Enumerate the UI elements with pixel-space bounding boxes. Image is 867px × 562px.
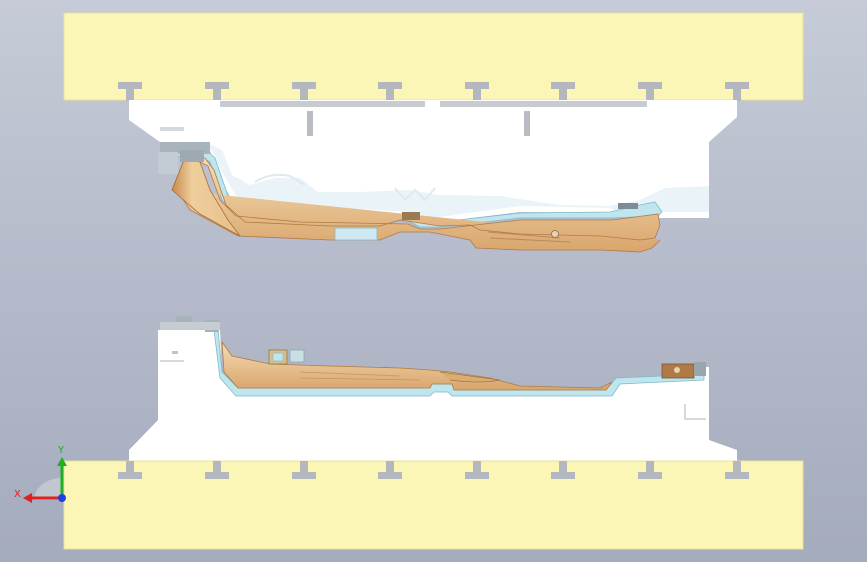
- x-axis-arrowhead: [23, 493, 32, 503]
- triad-base-disc: [34, 478, 62, 500]
- lower-part-boss: [272, 352, 284, 362]
- t-slot: [292, 82, 316, 101]
- t-slot: [638, 461, 662, 479]
- guide-rail-left: [220, 101, 425, 107]
- upper-part-rib: [487, 231, 571, 243]
- t-slot: [551, 461, 575, 479]
- lower-part-rib: [299, 371, 421, 381]
- t-slot: [205, 82, 229, 101]
- y-axis-arrowhead: [57, 457, 67, 466]
- lower-formed-part[interactable]: [160, 316, 706, 397]
- lower-part-boss: [289, 349, 305, 363]
- t-slot: [118, 82, 142, 101]
- lower-die-body: [129, 330, 737, 462]
- upper-clamp-plate[interactable]: [63, 12, 804, 101]
- t-slot: [725, 82, 749, 101]
- lower-t-slots: [118, 461, 749, 479]
- upper-formed-part[interactable]: [158, 142, 663, 253]
- upper-die[interactable]: [129, 100, 737, 222]
- t-slot: [551, 82, 575, 101]
- lower-die-mark: [172, 351, 178, 354]
- upper-part-tab: [618, 203, 638, 209]
- upper-part-block: [180, 150, 204, 162]
- lower-part-hole: [674, 367, 680, 373]
- t-slot: [205, 461, 229, 479]
- upper-part-hole: [551, 230, 559, 238]
- lower-part-block: [160, 322, 220, 330]
- t-slot: [292, 461, 316, 479]
- t-slot: [638, 82, 662, 101]
- upper-part-pad: [334, 227, 378, 241]
- t-slot: [465, 461, 489, 479]
- lower-part-block: [694, 362, 706, 376]
- guide-rail-right: [440, 101, 647, 107]
- t-slot: [378, 82, 402, 101]
- x-axis-label: X: [14, 489, 21, 500]
- y-axis-label: Y: [57, 445, 65, 456]
- guide-pin: [307, 111, 313, 136]
- upper-part-block: [158, 152, 178, 174]
- cavity-detail: [394, 187, 436, 202]
- upper-part-body: [171, 157, 661, 253]
- t-slot: [378, 461, 402, 479]
- lower-part-body: [221, 340, 613, 391]
- z-axis-dot: [58, 494, 66, 502]
- guide-pin: [524, 111, 530, 136]
- lower-die-mark: [684, 404, 686, 418]
- lower-die[interactable]: [129, 330, 737, 462]
- die-label-mark: [160, 127, 184, 131]
- lower-die-mark: [160, 360, 184, 362]
- upper-part-tab: [402, 212, 420, 220]
- t-slot: [725, 461, 749, 479]
- cavity-detail: [254, 173, 306, 186]
- lower-plate-body: [63, 460, 804, 550]
- lower-clamp-plate[interactable]: [63, 460, 804, 550]
- upper-cavity-surface: [160, 143, 709, 217]
- upper-t-slots: [118, 82, 749, 101]
- t-slot: [465, 82, 489, 101]
- lower-part-rib: [439, 371, 501, 383]
- upper-plate-body: [63, 12, 804, 101]
- axis-triad: Y X: [14, 445, 67, 503]
- t-slot: [118, 461, 142, 479]
- lower-die-mark: [684, 418, 706, 420]
